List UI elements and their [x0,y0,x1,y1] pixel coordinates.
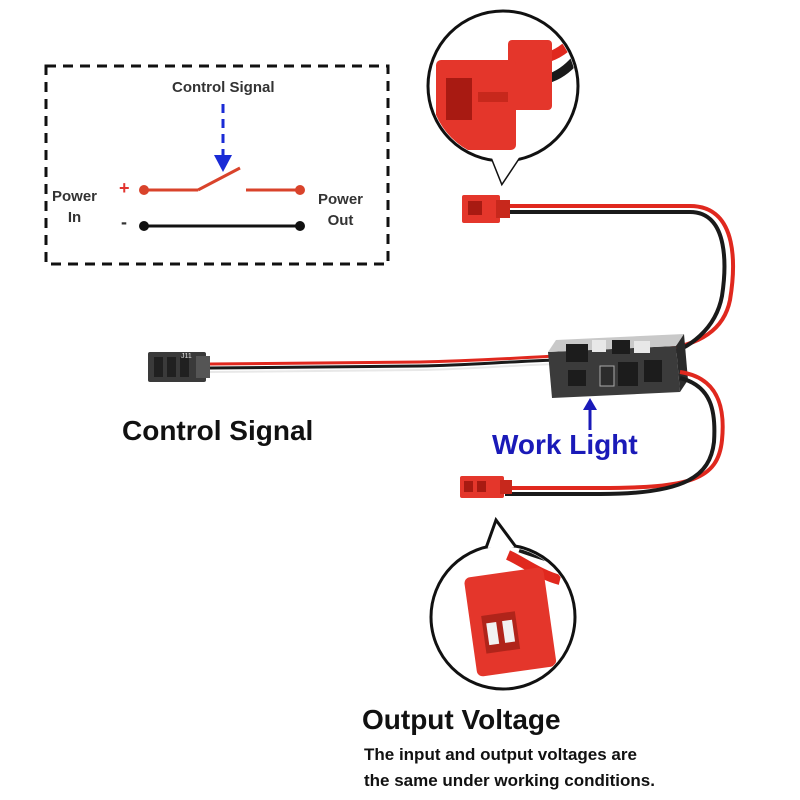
output-voltage-title: Output Voltage [362,704,561,735]
plus-symbol: + [119,178,130,198]
power-in-line2: In [67,209,82,226]
schematic-control-signal-label: Control Signal [172,79,275,96]
work-light-label: Work Light [492,429,638,460]
power-in-label: Power In [52,186,97,228]
power-out-line1: Power [318,191,364,208]
output-wire-black [505,376,717,496]
output-connector-callout [429,516,577,691]
input-connector-callout [426,9,580,187]
input-wire-black [510,210,727,358]
work-light-arrow-up-icon [583,398,597,430]
power-in-line1: Power [52,188,98,205]
output-jst-connector [460,476,512,498]
control-arrow-down-icon [214,104,232,172]
description-line-1: The input and output voltages are [364,745,637,764]
servo-wire-red [209,354,557,366]
board-marking: J11 [181,353,192,360]
output-wire-red [505,370,725,490]
pcb-module [548,334,688,398]
output-voltage-description: The input and output voltages are the sa… [364,742,784,794]
schematic-box [44,64,390,266]
power-out-label: Power Out [318,189,363,231]
description-line-2: the same under working conditions. [364,771,655,790]
input-wire-red [510,204,736,352]
servo-wire-white [209,363,557,373]
servo-connector [148,352,210,382]
input-jst-connector [462,195,510,223]
switch-symbol [139,166,305,231]
power-out-line2: Out [327,212,354,229]
servo-wire-black [209,358,557,370]
minus-symbol: - [121,212,127,232]
control-signal-label: Control Signal [122,415,314,446]
